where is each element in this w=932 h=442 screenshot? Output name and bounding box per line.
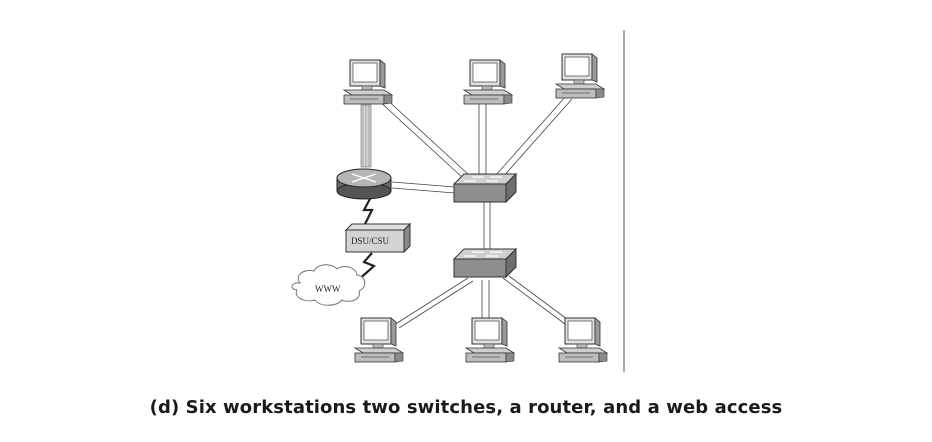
workstation-top-right: [555, 53, 605, 99]
workstation-bottom-right: [558, 317, 608, 363]
workstation-bottom-center: [465, 317, 515, 363]
www-label: WWW: [315, 284, 341, 294]
switch-top: [453, 173, 517, 203]
workstation-top-left: [343, 59, 393, 105]
links: [355, 95, 573, 329]
switch-bottom: [453, 248, 517, 278]
figure-caption: (d) Six workstations two switches, a rou…: [149, 397, 783, 418]
dsu-csu-label: DSU/CSU: [351, 236, 390, 246]
router: [336, 168, 392, 200]
internet-cloud: WWW: [291, 264, 366, 306]
workstation-top-center: [463, 59, 513, 105]
dsu-csu-device: DSU/CSU: [344, 222, 412, 254]
workstation-bottom-left: [354, 317, 404, 363]
